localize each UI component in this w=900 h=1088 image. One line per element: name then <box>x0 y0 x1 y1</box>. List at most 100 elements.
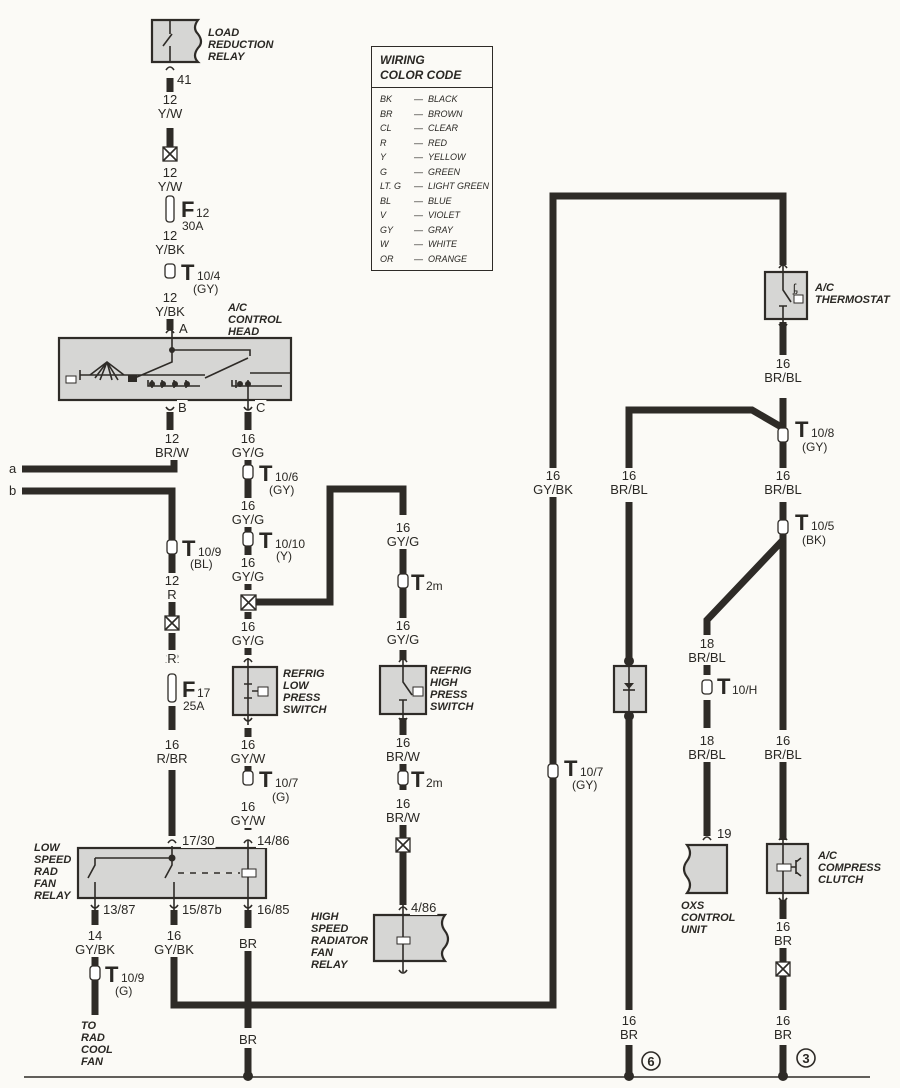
svg-text:SWITCH: SWITCH <box>283 704 327 716</box>
label-backing <box>163 737 181 752</box>
svg-text:10/10: 10/10 <box>275 537 305 551</box>
label-backing <box>394 520 412 535</box>
label-backing <box>620 1013 638 1028</box>
svg-text:(GY): (GY) <box>269 483 294 497</box>
svg-text:T: T <box>182 536 196 561</box>
legend-dash: — <box>414 94 423 104</box>
legend-row: BK—BLACK <box>372 92 492 107</box>
legend-color: GREEN <box>428 166 461 177</box>
svg-text:BR/W: BR/W <box>386 810 421 825</box>
svg-text:25A: 25A <box>183 699 204 713</box>
label-backing <box>763 747 803 762</box>
wire-a <box>22 460 178 473</box>
svg-text:RADIATOR: RADIATOR <box>311 935 368 947</box>
legend-color: VIOLET <box>428 210 461 220</box>
label-backing <box>763 482 803 497</box>
label-backing <box>176 72 193 87</box>
svg-text:16: 16 <box>776 1013 790 1028</box>
svg-text:HIGH: HIGH <box>430 677 459 689</box>
svg-text:16: 16 <box>776 468 790 483</box>
legend-row: LT. G—LIGHT GREEN <box>372 179 492 194</box>
legend-code: G <box>380 166 388 177</box>
label-backing <box>166 587 178 602</box>
svg-text:Y/BK: Y/BK <box>155 242 185 257</box>
ac-control-head[interactable] <box>57 330 293 410</box>
legend-dash: — <box>414 108 423 119</box>
high-speed-radiator-fan-relay[interactable] <box>372 905 450 972</box>
svg-text:GY/W: GY/W <box>231 751 266 766</box>
diode-module[interactable] <box>612 656 648 721</box>
svg-text:16: 16 <box>622 468 636 483</box>
svg-text:10/9: 10/9 <box>121 971 145 985</box>
legend-dash: — <box>414 181 423 191</box>
svg-text:12: 12 <box>163 165 177 180</box>
legend-row: BR—BROWN <box>372 107 492 122</box>
svg-text:COMPRESS: COMPRESS <box>818 862 882 874</box>
label-backing <box>394 618 412 633</box>
edge-ref-b: b <box>9 483 16 498</box>
svg-text:BR/BL: BR/BL <box>610 482 648 497</box>
svg-text:Y/W: Y/W <box>158 106 183 121</box>
svg-text:Y/W: Y/W <box>158 179 183 194</box>
ac-thermostat[interactable]: ᶋ <box>763 262 809 330</box>
ground-ref-6: 6 <box>641 1051 661 1071</box>
legend-row: R—RED <box>372 136 492 151</box>
svg-text:CONTROL: CONTROL <box>681 912 736 924</box>
svg-text:GY/W: GY/W <box>231 813 266 828</box>
label-backing <box>230 445 266 460</box>
edge-ref-a: a <box>9 461 17 476</box>
svg-text:R: R <box>167 651 176 666</box>
svg-text:R: R <box>167 587 176 602</box>
label-backing <box>154 242 187 257</box>
svg-text:RAD: RAD <box>81 1032 105 1044</box>
svg-text:FAN: FAN <box>81 1056 104 1068</box>
legend-code: GY <box>380 224 394 235</box>
svg-text:16: 16 <box>776 919 790 934</box>
ground-dot-3 <box>778 1071 788 1081</box>
svg-text:BR: BR <box>239 936 257 951</box>
svg-text:4/86: 4/86 <box>411 900 436 915</box>
label-backing <box>154 304 187 319</box>
label-backing <box>166 651 178 666</box>
legend-code: Y <box>380 152 387 162</box>
label-backing <box>774 468 792 483</box>
ac-compress-clutch[interactable] <box>765 835 810 902</box>
label-backing <box>698 636 716 651</box>
refrig-low-press-switch[interactable] <box>231 658 279 725</box>
svg-text:(BL): (BL) <box>190 557 213 571</box>
load-reduction-relay[interactable] <box>150 18 203 71</box>
label-backing <box>256 902 291 917</box>
legend-row: BL—BLUE <box>372 194 492 209</box>
wires <box>22 78 787 1076</box>
svg-text:T: T <box>564 756 578 781</box>
label-backing <box>154 445 191 460</box>
label-backing <box>385 810 422 825</box>
svg-text:12: 12 <box>163 290 177 305</box>
svg-text:ᶋ: ᶋ <box>792 281 798 295</box>
label-backing <box>178 321 189 336</box>
low-speed-rad-fan-relay[interactable] <box>76 840 268 910</box>
legend-dash: — <box>414 166 423 177</box>
svg-text:16: 16 <box>165 737 179 752</box>
pin-labels: 41 A B C 17/30 14/86 13/87 15/87b 16/85 … <box>102 72 733 917</box>
svg-text:(GY): (GY) <box>572 778 597 792</box>
svg-text:T: T <box>181 260 195 285</box>
svg-text:BR/W: BR/W <box>386 749 421 764</box>
label-backing <box>237 1032 259 1047</box>
label-backing <box>156 106 185 121</box>
label-backing <box>74 942 117 957</box>
label-backing <box>532 482 575 497</box>
label-backing <box>230 633 266 648</box>
svg-text:REDUCTION: REDUCTION <box>208 39 274 51</box>
oxs-control-unit[interactable] <box>682 843 729 895</box>
svg-text:BR: BR <box>239 1032 257 1047</box>
refrig-high-press-switch[interactable] <box>378 658 428 724</box>
svg-text:GY/G: GY/G <box>232 512 265 527</box>
svg-text:(BK): (BK) <box>802 533 826 547</box>
svg-text:BR/BL: BR/BL <box>764 370 802 385</box>
svg-text:12: 12 <box>165 573 179 588</box>
label-backing <box>698 733 716 748</box>
svg-text:A/C: A/C <box>814 282 835 294</box>
label-backing <box>102 902 137 917</box>
svg-text:(Y): (Y) <box>276 549 292 563</box>
